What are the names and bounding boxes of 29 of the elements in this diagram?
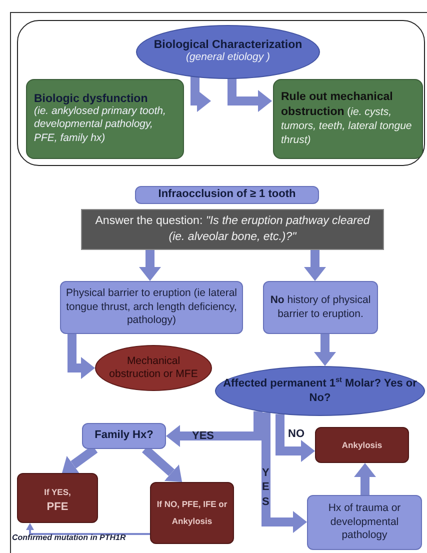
outcome-ellipse: Mechanical obstruction or MFE <box>95 345 212 391</box>
process-box: Infraocclusion of ≥ 1 tooth <box>135 186 319 204</box>
arrow <box>354 463 376 495</box>
arrow <box>276 414 315 462</box>
outcome-box: Ankylosis <box>315 427 409 463</box>
arrow <box>139 250 161 281</box>
process-box: Hx of trauma or developmental pathology <box>307 495 422 550</box>
edge-label: Confirmed mutation in PTH1R <box>12 533 126 542</box>
process-box: Physical barrier to eruption (ie lateral tongue thrust, arch length deficiency, pathology) <box>60 281 243 334</box>
process-box: No history of physical barrier to eruption. <box>263 281 378 334</box>
arrow <box>26 523 150 535</box>
question-box: Answer the question: "Is the eruption pathway cleared (ie. alveolar bone, etc.)?" <box>81 209 384 250</box>
arrow <box>190 76 211 112</box>
outcome-box: If NO, PFE, IFE or Ankylosis <box>150 482 234 544</box>
arrow <box>314 334 336 366</box>
decision-ellipse: Affected permanent 1$^{st}$ Molar? Yes or No? <box>215 366 425 416</box>
group-frame <box>17 20 425 166</box>
arrow <box>304 250 326 281</box>
edge-label: NO <box>288 428 304 440</box>
decision-ellipse: Biological Characterization (general etiology ) <box>136 25 320 79</box>
arrow <box>166 411 262 447</box>
edge-label: YES <box>262 466 268 509</box>
arrow <box>228 78 272 112</box>
category-box: Biologic dysfunction (ie. ankylosed primary tooth, developmental pathology, PFE, family hx) <box>26 79 184 159</box>
outcome-box: If YES, PFE <box>17 473 98 523</box>
category-box: Rule out mechanical obstruction (ie. cysts, tumors, teeth, lateral tongue thrust) <box>273 79 423 159</box>
arrow <box>262 412 307 533</box>
edge-label: YES <box>192 430 214 442</box>
process-box: Family Hx? <box>82 423 166 449</box>
